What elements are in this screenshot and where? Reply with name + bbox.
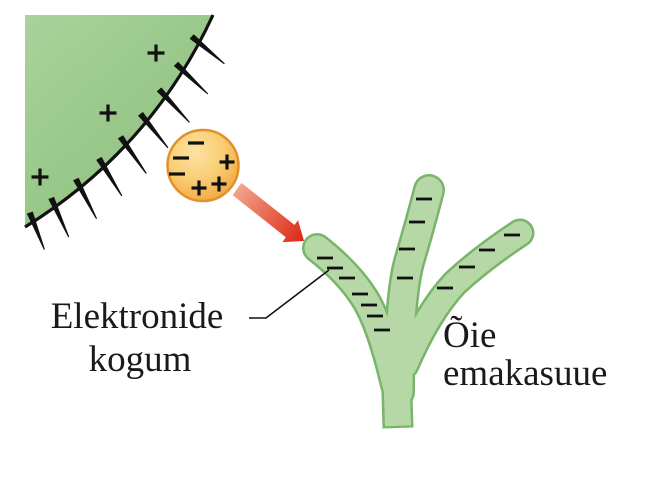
label-flower-stigma-line2: emakasuue	[443, 353, 607, 394]
stigma-right-branch-fill	[393, 221, 532, 377]
bee-hair	[138, 112, 169, 149]
bee-hair	[96, 157, 123, 197]
label-flower-stigma: Õie emakasuue	[443, 314, 607, 394]
label-flower-stigma-line1: Õie	[443, 314, 496, 356]
stigma-minus-right-branch	[437, 233, 520, 290]
leader-line	[249, 269, 330, 319]
pollen-plus-signs	[191, 154, 235, 196]
label-electron-collection-line1: Elektronide	[51, 296, 224, 337]
bee-hair	[48, 197, 70, 238]
bee-body-fill	[25, 15, 213, 227]
pollen-minus-signs	[169, 141, 204, 176]
transfer-arrow	[232, 182, 304, 243]
stigma-minus-middle-branch	[397, 197, 432, 280]
bee-hair	[174, 61, 208, 95]
label-electron-collection: Elektronide kogum	[51, 296, 224, 380]
pollen-ball	[166, 128, 240, 203]
bee-hairs	[27, 34, 225, 250]
bee-hair	[157, 87, 190, 123]
stigma-minus-left-branch	[317, 256, 390, 332]
stigma-middle-branch-fill	[385, 176, 443, 406]
bee-hair	[27, 211, 45, 250]
bee-hair	[73, 177, 97, 219]
bee-hair	[189, 34, 225, 65]
bee-hair	[118, 135, 147, 174]
bee-body	[24, 14, 225, 250]
bee-body-plus-signs	[31, 44, 165, 186]
stigma	[302, 174, 535, 429]
stigma-fill-strokes	[304, 176, 532, 427]
label-electron-collection-line2: kogum	[89, 339, 192, 380]
